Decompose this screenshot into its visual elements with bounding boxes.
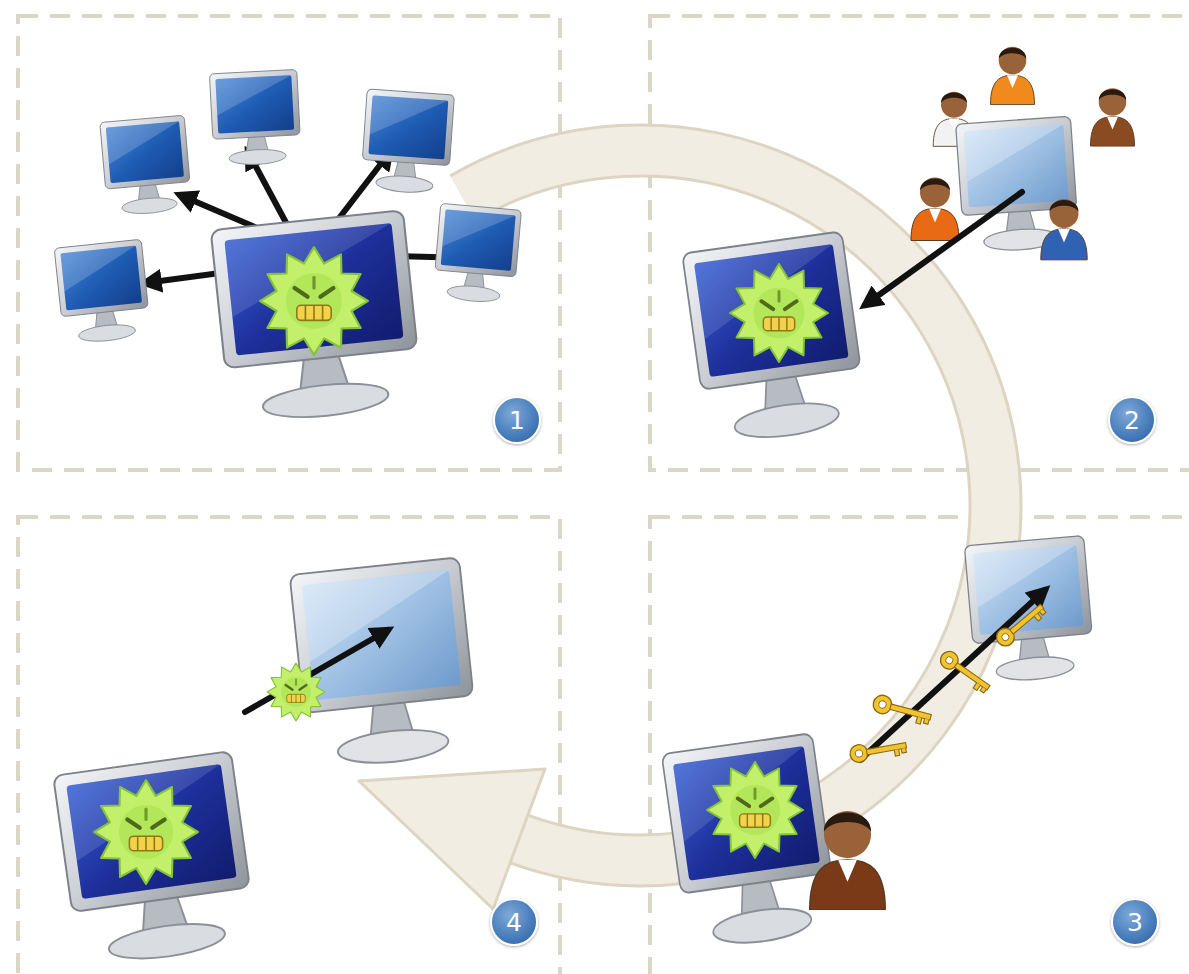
callout-number: 2 <box>1124 408 1140 433</box>
panel-border <box>18 16 560 470</box>
person <box>1041 199 1087 260</box>
arrow <box>865 192 1022 305</box>
callout-number: 3 <box>1127 910 1143 935</box>
callout-circle: 3 <box>1111 898 1159 946</box>
monitor <box>100 115 193 217</box>
virus-icon <box>730 264 828 362</box>
infected-monitor <box>682 231 869 446</box>
key-icon <box>993 600 1048 650</box>
virus-icon <box>707 762 803 858</box>
callout-number: 4 <box>506 910 522 935</box>
monitor <box>54 239 151 345</box>
panel-border <box>18 517 560 974</box>
arrow <box>860 590 1045 760</box>
virus-icon <box>267 663 325 721</box>
propagation-scene <box>53 557 479 969</box>
monitor <box>290 557 480 770</box>
users-scene <box>682 47 1134 447</box>
panel-border <box>650 16 1189 470</box>
infected-monitor <box>53 751 258 969</box>
monitor <box>964 536 1095 685</box>
callout-circle: 1 <box>493 396 541 444</box>
key-icon <box>849 737 908 764</box>
callout-circle: 2 <box>1108 396 1156 444</box>
monitor <box>433 203 522 304</box>
virus-icon <box>94 780 198 884</box>
person <box>911 178 959 241</box>
key-icon <box>937 648 994 695</box>
credentials-scene <box>662 536 1096 952</box>
infected-monitor <box>211 210 424 426</box>
virus-icon <box>260 247 368 355</box>
panel-borders <box>18 16 1189 974</box>
infected-monitor <box>662 733 840 952</box>
callout-circle: 4 <box>490 898 538 946</box>
person <box>991 47 1035 105</box>
person <box>810 811 885 910</box>
monitor <box>209 69 301 166</box>
spread-scene <box>54 69 521 425</box>
monitor <box>360 89 454 195</box>
callout-number: 1 <box>509 408 525 433</box>
person <box>1091 88 1135 146</box>
cycle-arrowhead <box>359 769 545 909</box>
key-icon <box>871 693 933 726</box>
